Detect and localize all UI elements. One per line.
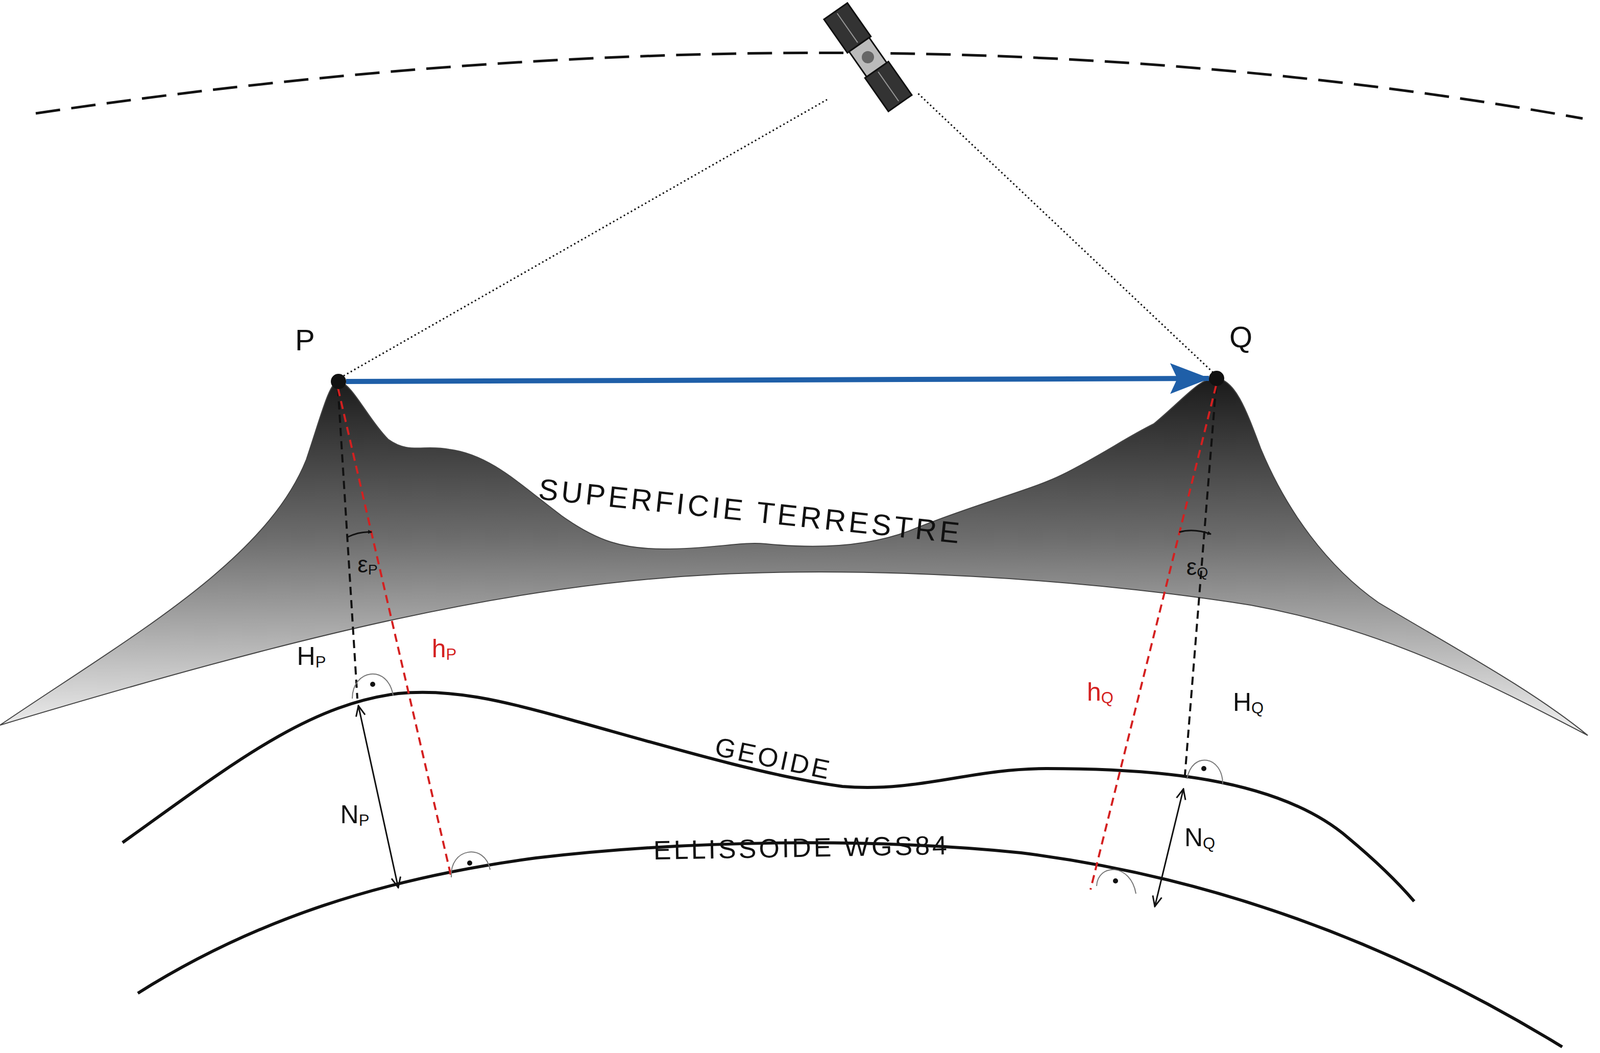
orthometric-height-label: HP <box>297 641 327 672</box>
ellipsoid-label: ELLISSOIDE WGS84 <box>653 829 951 866</box>
ellipsoidal-height-label: hQ <box>1086 676 1114 708</box>
undulation-arrow <box>358 705 399 888</box>
undulation-label: NQ <box>1184 822 1216 853</box>
point-label: P <box>295 322 315 357</box>
terrain <box>0 377 1588 736</box>
signal-line <box>340 99 828 378</box>
orthometric-height-line <box>1184 385 1217 782</box>
baseline-vector <box>346 378 1209 382</box>
undulation-label: NP <box>340 799 370 830</box>
survey-point: Q <box>1208 370 1225 386</box>
deflection-arc <box>1179 530 1211 535</box>
satellite <box>823 3 912 112</box>
signal-line <box>916 91 1217 376</box>
geoid-curve <box>122 692 1415 902</box>
right-angle-mark <box>352 673 1223 894</box>
deflection-arc <box>347 531 372 538</box>
right-angle-dot <box>370 681 1207 884</box>
undulation-arrow <box>1154 788 1184 907</box>
deflection-label: εP <box>357 550 378 578</box>
survey-point: P <box>330 373 347 390</box>
deflection-label: εQ <box>1186 552 1209 581</box>
ellipsoid-curve <box>137 842 1563 1047</box>
ellipsoidal-height-line <box>1090 385 1217 890</box>
point-label: Q <box>1229 319 1253 354</box>
orbit <box>35 52 1583 119</box>
orthometric-height-line <box>337 388 358 699</box>
ellipsoidal-height-label: hP <box>431 633 457 664</box>
ellipsoidal-height-line <box>337 388 452 878</box>
orthometric-height-label: HQ <box>1232 687 1264 718</box>
geoid-label: GEOIDE <box>712 731 835 786</box>
